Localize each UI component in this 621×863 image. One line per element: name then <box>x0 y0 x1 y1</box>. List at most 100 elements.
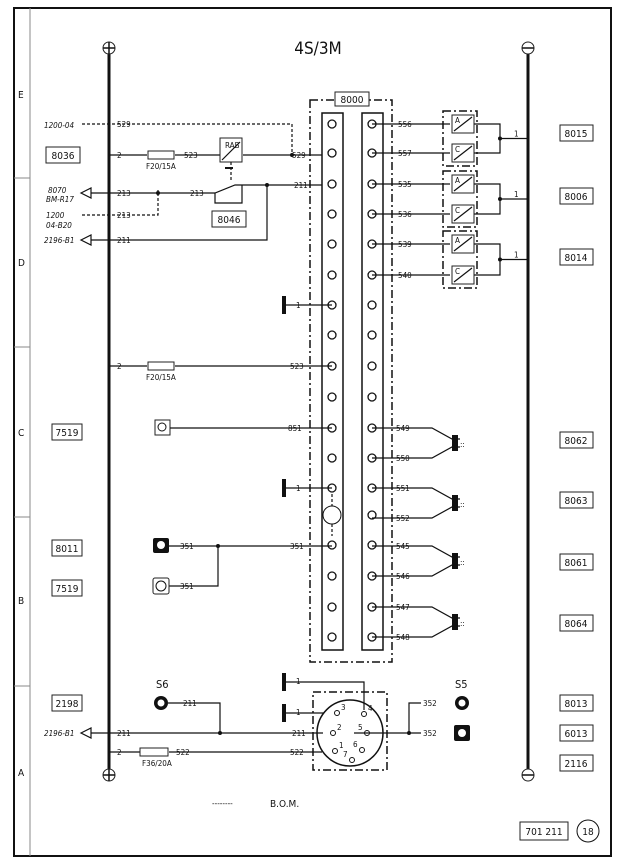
connector-pin <box>327 571 337 581</box>
external-ref: BM-R17 <box>46 195 74 204</box>
pin-number: 3 <box>341 703 346 712</box>
wire-label: 556 <box>398 120 412 129</box>
wire-label: 213 <box>117 211 131 220</box>
ref-box <box>559 431 594 449</box>
fuse-icon <box>147 150 175 160</box>
ref-7519: 7519 <box>56 584 79 595</box>
connector-right-strip <box>361 112 384 651</box>
wire-label: 540 <box>398 271 412 280</box>
frame <box>13 7 612 857</box>
wire-label: 548 <box>396 633 410 642</box>
connector-pin <box>367 361 377 371</box>
connector-pin <box>327 239 337 249</box>
ref-label: 8006 <box>565 192 588 203</box>
wire-label: 539 <box>398 240 412 249</box>
wire-label: 550 <box>396 454 410 463</box>
wire-label: 535 <box>398 180 412 189</box>
zone-label: C <box>18 428 24 439</box>
connector-pin <box>327 632 337 642</box>
round-connector-pin <box>349 757 355 763</box>
wire-label: 1 <box>296 484 301 493</box>
external-ref: 2196-B1 <box>44 729 74 738</box>
ref-box <box>519 821 569 841</box>
ref-box <box>51 423 83 441</box>
fuse-icon <box>139 747 169 757</box>
wire-label: 1 <box>514 190 519 199</box>
ref-box <box>211 210 247 228</box>
ref-7519: 7519 <box>56 428 79 439</box>
connector-pin <box>327 330 337 340</box>
ground-icon <box>282 296 286 314</box>
connector-pin <box>367 540 377 550</box>
fuse-label: F20/15A <box>146 162 176 171</box>
connector-pin <box>367 392 377 402</box>
ref-box <box>559 754 594 772</box>
connector-8000-outline <box>309 99 393 663</box>
ref-box <box>51 579 83 597</box>
wire-label: 523 <box>290 362 304 371</box>
ref-8036: 8036 <box>52 151 75 162</box>
wire-label: 529 <box>117 120 131 129</box>
zone-label: D <box>18 258 25 269</box>
wire-label: 213 <box>190 189 204 198</box>
wire-label: 351 <box>290 542 304 551</box>
zone-label: E <box>18 90 24 101</box>
plug-contacts: :: <box>460 500 465 509</box>
round-connector-pin <box>359 747 365 753</box>
speaker-icon <box>455 696 469 710</box>
pin-number: 1 <box>339 741 344 750</box>
pin-number: 6 <box>353 740 358 749</box>
ref-box <box>45 146 81 164</box>
plug-contacts: :: <box>460 619 465 628</box>
relay-letter: C <box>455 145 460 154</box>
relay-pair-outline <box>442 170 478 228</box>
diagram-code: 701 211 <box>525 827 562 838</box>
wire-label: 529 <box>292 151 306 160</box>
relay-letter: C <box>455 206 460 215</box>
transistor-icon <box>322 505 342 525</box>
wire-label: 211 <box>183 699 197 708</box>
wire-label: 2 <box>117 362 122 371</box>
plug-contacts: :: <box>460 440 465 449</box>
ref-box <box>51 539 83 557</box>
plus-icon <box>102 41 116 55</box>
round-connector-pin <box>334 710 340 716</box>
external-ref: 04-B20 <box>46 221 72 230</box>
speaker-label: S5 <box>455 678 468 691</box>
plug-icon <box>452 614 458 630</box>
wire-label: 547 <box>396 603 410 612</box>
zone-dividers <box>14 177 30 687</box>
wire-label: 211 <box>117 729 131 738</box>
round-connector-outline <box>312 691 388 771</box>
speaker-icon <box>154 696 168 710</box>
round-connector-pin <box>361 711 367 717</box>
relay-label: RAB <box>225 141 240 150</box>
zone-label: A <box>18 768 25 779</box>
wire-label: 522 <box>290 748 304 757</box>
ref-2198: 2198 <box>56 699 79 710</box>
external-ref: 1200 <box>46 211 65 220</box>
connector-pin <box>327 392 337 402</box>
zone-label: B <box>18 596 24 607</box>
ref-8046: 8046 <box>218 215 241 226</box>
ref-box <box>559 694 594 712</box>
wire-label: 213 <box>117 189 131 198</box>
ref-box <box>559 248 594 266</box>
wire-label: 552 <box>396 514 410 523</box>
ref-label: 8062 <box>565 436 588 447</box>
ref-box <box>51 694 83 712</box>
connector-pin <box>367 330 377 340</box>
connector-pin <box>367 300 377 310</box>
ground-icon <box>282 673 286 691</box>
wire-label: 211 <box>294 181 308 190</box>
wire-label: 1 <box>296 301 301 310</box>
wire-211 <box>91 185 268 241</box>
ref-box <box>559 724 594 742</box>
connector-pin <box>327 209 337 219</box>
pin-number: 7 <box>343 750 348 759</box>
wire-label: 1 <box>514 130 519 139</box>
clock-icon <box>152 577 170 595</box>
connector-pin <box>327 540 337 550</box>
